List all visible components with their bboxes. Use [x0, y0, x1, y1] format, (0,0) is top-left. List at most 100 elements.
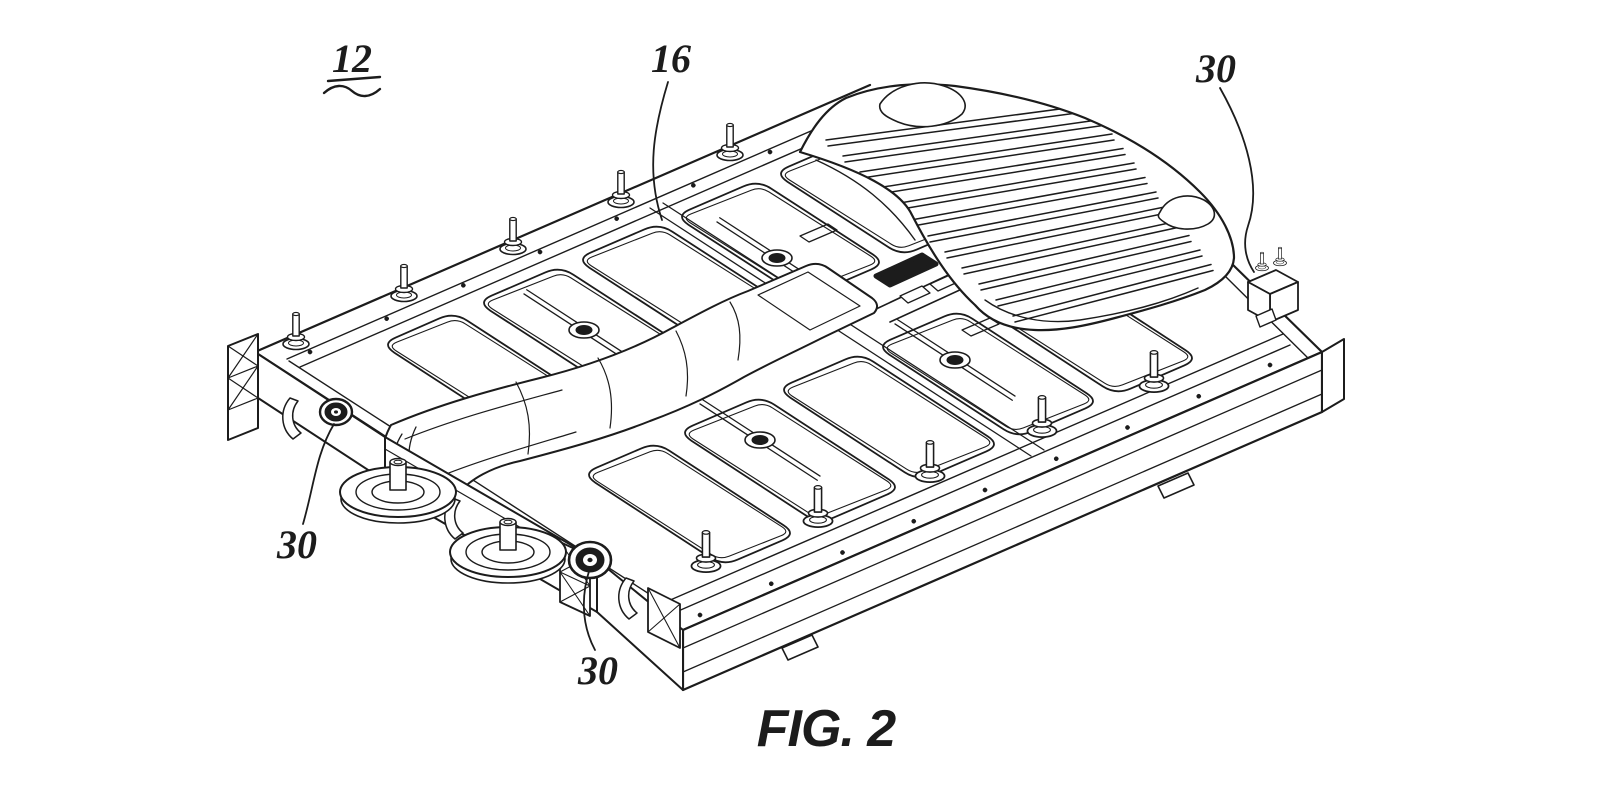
rear-ribbed-cover — [798, 82, 1236, 332]
cover-rib — [927, 191, 1157, 237]
beam-seam — [682, 393, 1323, 673]
mounting-stud — [607, 169, 635, 209]
ref-label-30-bottom-center: 30 — [577, 648, 618, 693]
disc-mount — [339, 457, 457, 524]
ref-label-16: 16 — [651, 36, 691, 81]
strap-grommet-center — [946, 355, 964, 365]
transverse-seam-2 — [662, 202, 1045, 451]
bolt-dot — [307, 349, 313, 355]
bolt-dot — [1125, 425, 1130, 430]
mounting-stud — [914, 439, 946, 484]
leader-line-30-top-right — [1219, 87, 1255, 273]
front-frame — [227, 333, 1345, 692]
beam-end-cap — [1321, 338, 1345, 413]
strap-grommet-center — [751, 435, 769, 445]
panel-straps — [523, 217, 1016, 481]
bolt-dot — [1053, 456, 1059, 462]
cover-rib — [861, 139, 1115, 179]
stud-shaft — [292, 313, 300, 337]
access-hatch-outline — [799, 223, 838, 243]
cover-rib — [827, 110, 1093, 147]
vent-slot — [873, 252, 939, 288]
stud-shaft — [1037, 396, 1047, 423]
panel-slot-inner — [592, 449, 787, 559]
panel-slot — [588, 444, 791, 564]
ref-label-30-bottom-left: 30 — [276, 522, 317, 567]
panel-slot — [882, 312, 1094, 436]
label-12-underline — [326, 75, 382, 83]
beam-seam — [682, 369, 1323, 649]
cover-rib — [910, 176, 1146, 221]
cover-rib — [876, 147, 1124, 189]
mounting-stud — [282, 311, 310, 351]
cover-corner-flap — [1157, 195, 1216, 230]
stud-shaft — [1260, 252, 1264, 265]
mount-foot — [781, 634, 819, 661]
mount-foot — [1157, 472, 1195, 499]
mounting-stud — [802, 484, 834, 529]
stud-shaft — [701, 531, 711, 558]
stud-tip — [400, 263, 408, 269]
stud-tip — [292, 311, 300, 317]
disc-mounts — [339, 457, 567, 584]
mount-post-cap-ring — [393, 459, 403, 465]
cover-ribs — [825, 104, 1214, 323]
stud-tip — [1037, 394, 1047, 400]
stud-tip — [701, 529, 711, 535]
mounting-stud — [716, 122, 744, 162]
bolt-dot — [384, 316, 390, 322]
port-front — [567, 540, 613, 580]
mounting-studs — [282, 122, 1287, 574]
junction-platform — [757, 271, 861, 331]
truss-lattice — [227, 333, 259, 411]
bolt-dot — [767, 149, 773, 155]
stud-shaft — [925, 441, 935, 468]
mounting-stud — [1138, 349, 1170, 394]
cover-rib — [978, 234, 1190, 285]
cover-rib — [878, 153, 1126, 195]
stud-shaft — [1149, 351, 1159, 378]
bolt-dot — [768, 581, 774, 587]
cover-rib — [946, 211, 1170, 259]
disc-mount — [449, 517, 567, 584]
stud-shaft — [726, 124, 734, 148]
cover-skirt-line — [984, 287, 1199, 323]
bolt-dot — [1196, 393, 1202, 399]
rail-bolt-dots — [307, 149, 1273, 618]
stud-tip — [1260, 251, 1264, 255]
retainer-clip — [618, 577, 638, 620]
bolt-dot — [982, 487, 988, 493]
cover-corner-flap — [878, 82, 966, 128]
center-tunnel — [382, 252, 939, 507]
leader-line-30-bottom-center — [582, 567, 596, 651]
bolt-dot — [1267, 362, 1273, 368]
mount-post-cap-ring — [503, 519, 513, 525]
bolt-dot — [840, 550, 845, 555]
stud-tip — [925, 439, 935, 445]
cover-rib — [895, 168, 1137, 211]
tunnel-cross-rib — [597, 357, 613, 429]
cover-rib — [825, 104, 1091, 141]
annotations: 12 16 30 30 30 FIG. 2 — [276, 36, 1255, 758]
bolt-dot — [537, 249, 543, 255]
panel-slot-inner — [886, 318, 1090, 430]
bracket-foot — [1255, 308, 1277, 328]
mounting-stud — [1255, 251, 1269, 272]
mount-post — [389, 461, 407, 491]
strap-grommet-center — [575, 325, 593, 335]
stud-shaft — [617, 171, 625, 195]
stud-shaft — [813, 486, 823, 513]
bolt-dot — [614, 216, 620, 222]
stud-tip — [509, 216, 517, 222]
bolt-dot — [690, 182, 696, 188]
mount-post-cap — [499, 517, 517, 527]
back-rail-line-2 — [299, 123, 859, 368]
cover-rib — [912, 182, 1148, 227]
cover-rib — [929, 197, 1159, 243]
back-rail-line-1 — [286, 113, 851, 360]
cover-rib — [980, 240, 1192, 291]
tunnel-cross-rib — [675, 330, 689, 397]
cover-rib — [997, 255, 1203, 307]
bolt-dot — [911, 518, 917, 524]
